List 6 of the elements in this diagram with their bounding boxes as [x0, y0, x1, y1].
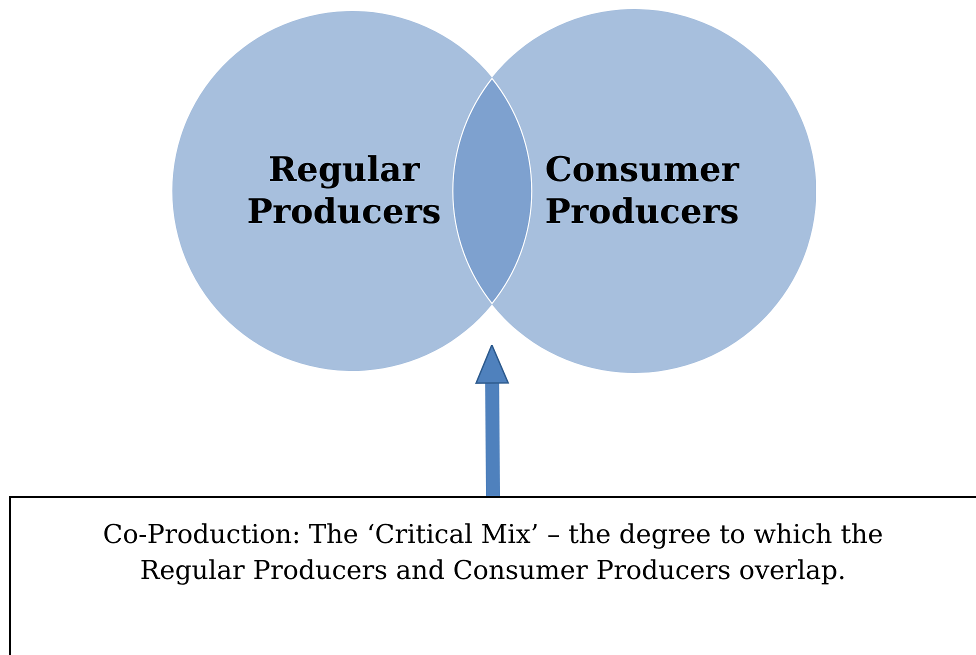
arrow	[475, 344, 509, 496]
node-label: Consumer Producers	[544, 148, 740, 234]
node-label: Regular Producers	[246, 148, 442, 234]
node-label: Co-Production: The ‘Critical Mix’ – the degree to which the Regular Producers and Consumer Producers overlap.	[102, 519, 884, 588]
text-box	[9, 496, 976, 655]
overlap-region	[452, 77, 532, 305]
